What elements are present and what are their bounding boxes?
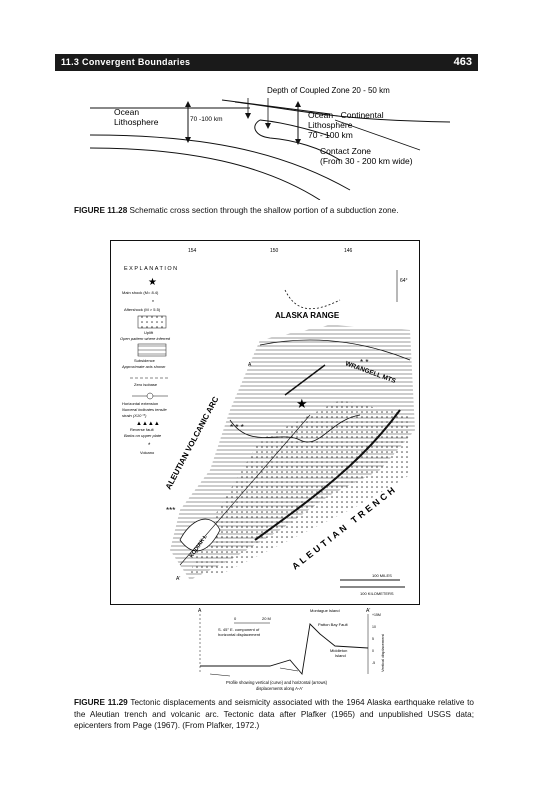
caption-text: Tectonic displacements and seismicity as… [74,698,474,730]
caption-label: FIGURE 11.28 [74,206,128,215]
legend-subsidence-2: Approximate axis shown [121,364,166,369]
contact-zone-line1: Contact Zone [320,146,371,156]
uplift-swatch [137,315,167,329]
middleton-line2: Island [335,653,346,658]
ocean-continental-line2: Lithosphere [308,120,353,130]
scale-20m-label: 20 M [262,616,271,621]
depth-arrow-head-2 [265,123,271,129]
legend-reverse-2: Barbs on upper plate [124,433,162,438]
contact-zone-curve [254,119,341,161]
arrow-head-down-right [295,139,301,145]
legend-reverse-1: Reverse fault [130,427,154,432]
legend-aftershock: Aftershock (M > 5.5) [124,307,161,312]
trench-line [254,409,401,541]
legend-subsidence-1: Subsidence [134,358,156,363]
subduction-cross-section: Depth of Coupled Zone 20 - 50 km Ocean L… [90,86,450,200]
latitude-64: 64° [400,278,408,284]
alaska-range-label: ALASKA RANGE [275,311,340,320]
arrow-head-up-right [295,101,301,107]
legend-mainshock: Main shock (M= 8.4) [122,290,159,295]
alaska-range-outline [284,289,341,309]
horizontal-arrow-2 [279,667,299,672]
middleton-line1: Middleton [330,648,347,653]
figure-11-29-caption: FIGURE 11.29 Tectonic displacements and … [74,697,474,732]
slab-bottom [90,147,321,200]
legend-horizontal-3: strain (X10⁻⁵) [122,413,147,418]
arrow-head-up-left [185,101,191,107]
thickness-left-label: 70 -100 km [190,116,223,123]
scale-km-label: 100 KILOMETERS [360,591,394,596]
caption-label: FIGURE 11.29 [74,698,128,707]
contact-zone-top [259,119,331,137]
ocean-continental-line1: Ocean - Continental [308,110,384,120]
axis-tick-0: 0 [372,649,374,653]
ocean-lithosphere-line1: Ocean [114,107,139,117]
ocean-continental-line3: 70 - 100 km [308,130,353,140]
legend-zero-isobase: Zero isobase [134,382,158,387]
legend-uplift-1: Uplift [144,330,154,335]
aftershock-star-icon: * [152,300,154,306]
profile-a-prime-label: A' [366,608,370,614]
axis-tick-minus5: -5 [372,661,375,665]
montague-label: Montague Island [310,608,340,613]
point-a-top: A [248,362,252,368]
depth-label: Depth of Coupled Zone 20 - 50 km [267,86,390,95]
volcano-icon: * [148,443,151,449]
component-line2: horizontal displacement [218,632,261,637]
vertical-axis-label: Vertical displacement [380,633,385,672]
legend-horizontal-2: Numeral indicates tensile [122,407,167,412]
extension-circle [146,392,154,400]
contact-zone-line2: (From 30 - 200 km wide) [320,156,413,166]
page-number: 463 [453,56,472,68]
aftershock-cluster-3: * * [360,358,368,367]
horizontal-arrow-1 [209,673,231,677]
scale-zero-label: 0 [234,616,237,621]
explanation-title: EXPLANATION [124,266,179,272]
figure-11-28-caption: FIGURE 11.28 Schematic cross section thr… [74,205,474,217]
patton-label: Patton Bay Fault [318,622,348,627]
mainshock-star-icon: ★ [148,277,157,288]
slab-top [90,134,351,191]
component-line1: S. 45° E. component of [218,627,260,632]
profile-line [179,414,311,566]
scale-miles-label: 100 MILES [372,573,392,578]
continental-surface [234,101,450,123]
uplift-area [190,400,410,575]
reverse-fault-swatch: ▲▲▲▲ [136,421,160,427]
axis-tick-10: 10 [372,625,376,629]
longitude-146: 146 [344,248,353,254]
subsidence-swatch [137,343,167,357]
aftershock-cluster-2: *** [166,506,175,515]
point-a-prime: A' [176,576,180,582]
reverse-fault [284,364,326,396]
profile-caption-line2: displacements along A-A' [256,686,303,691]
legend-horizontal-1: Horizontal extension [122,401,158,406]
legend-uplift-2: Open pattern where inferred [120,336,171,341]
ocean-lithosphere-line2: Lithosphere [114,117,159,127]
vertical-displacement-curve [200,623,369,676]
arrow-head-down-left [185,137,191,143]
longitude-150: 150 [270,248,279,254]
coast-line-mid [229,414,361,443]
axis-tick-5: 5 [372,637,374,641]
profile-caption-line1: Profile showing vertical (curve) and hor… [226,680,328,685]
depth-arrow-head-1 [245,113,251,119]
contact-leader [334,119,421,151]
axis-top-label: +15M [372,613,381,617]
legend-volcano: Volcano [140,450,155,455]
profile-a-label: A [198,608,202,614]
alaska-tectonic-map: 154 150 146 64° EXPLANATION ★ Main shock… [110,240,420,605]
displacement-profile: A A' 0 20 M S. 45° E. component of horiz… [198,608,385,691]
coast-line-north [259,339,411,361]
running-header: 11.3 Convergent Boundaries 463 [55,54,478,71]
caption-text: Schematic cross section through the shal… [129,206,399,215]
longitude-154: 154 [188,248,197,254]
section-title: 11.3 Convergent Boundaries [61,57,191,67]
mainshock-epicenter-icon: ★ [296,396,308,411]
aftershock-cluster-1: * * * [230,423,244,432]
